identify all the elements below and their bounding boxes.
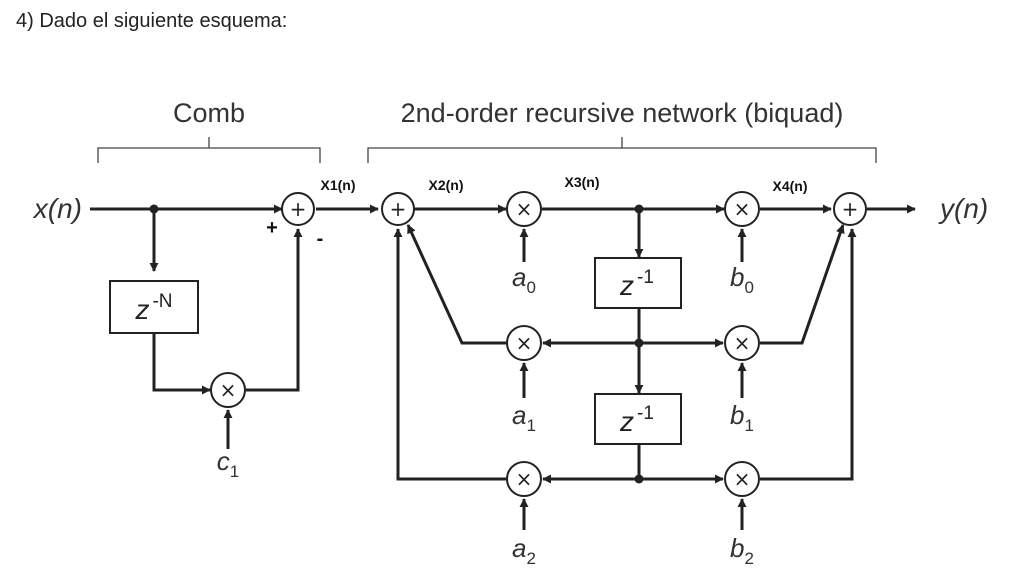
svg-text:+: + bbox=[290, 197, 307, 221]
comb-plus-sign: + bbox=[266, 217, 278, 239]
signal-x1-label: X1(n) bbox=[321, 177, 356, 193]
biquad-bracket bbox=[367, 137, 877, 163]
biquad-output-adder: + bbox=[833, 192, 867, 226]
comb-wiring bbox=[90, 204, 379, 449]
biquad-input-adder: + bbox=[381, 192, 415, 226]
svg-text:×: × bbox=[516, 197, 533, 221]
signal-x3-label: X3(n) bbox=[565, 174, 600, 190]
comb-minus-sign: - bbox=[317, 228, 324, 250]
input-branch-point bbox=[149, 204, 159, 214]
comb-multiplier-c1: × bbox=[210, 372, 246, 408]
multiplier-a0: × bbox=[506, 191, 542, 227]
comb-delay-block: z-N bbox=[109, 280, 199, 334]
biquad-branch-middle bbox=[634, 338, 644, 348]
svg-text:×: × bbox=[734, 197, 751, 221]
svg-text:×: × bbox=[734, 467, 751, 491]
svg-text:+: + bbox=[842, 197, 859, 221]
biquad-delay-block-1: z-1 bbox=[594, 257, 682, 309]
biquad-branch-bottom bbox=[634, 474, 644, 484]
signal-x2-label: X2(n) bbox=[429, 177, 464, 193]
svg-text:+: + bbox=[390, 197, 407, 221]
multiplier-b0: × bbox=[724, 191, 760, 227]
multiplier-a2: × bbox=[506, 461, 542, 497]
biquad-branch-top bbox=[634, 204, 644, 214]
svg-text:×: × bbox=[516, 467, 533, 491]
input-signal-label: x(n) bbox=[32, 193, 82, 224]
coef-c1-label: c1 bbox=[217, 446, 239, 481]
biquad-wiring bbox=[393, 204, 916, 530]
svg-text:z-1: z-1 bbox=[619, 403, 654, 437]
comb-adder: + bbox=[281, 192, 315, 226]
output-signal-label: y(n) bbox=[938, 193, 988, 224]
biquad-section-label: 2nd-order recursive network (biquad) bbox=[401, 98, 844, 128]
signal-x4-label: X4(n) bbox=[773, 178, 808, 194]
svg-text:z-1: z-1 bbox=[619, 267, 654, 301]
coef-a0-label: a0 bbox=[512, 262, 536, 297]
multiplier-b2: × bbox=[724, 461, 760, 497]
svg-text:×: × bbox=[516, 331, 533, 355]
multiplier-b1: × bbox=[724, 325, 760, 361]
biquad-delay-block-2: z-1 bbox=[594, 393, 682, 445]
svg-text:z-N: z-N bbox=[134, 291, 172, 325]
comb-section-label: Comb bbox=[173, 98, 245, 128]
comb-bracket bbox=[97, 137, 321, 163]
coef-a2-label: a2 bbox=[512, 533, 536, 568]
exercise-heading: 4) Dado el siguiente esquema: bbox=[16, 10, 288, 32]
svg-text:×: × bbox=[734, 331, 751, 355]
coef-b2-label: b2 bbox=[730, 533, 754, 568]
coef-a1-label: a1 bbox=[512, 400, 536, 435]
multiplier-a1: × bbox=[506, 325, 542, 361]
coef-b0-label: b0 bbox=[730, 262, 754, 297]
svg-text:×: × bbox=[220, 378, 237, 402]
coef-b1-label: b1 bbox=[730, 400, 754, 435]
